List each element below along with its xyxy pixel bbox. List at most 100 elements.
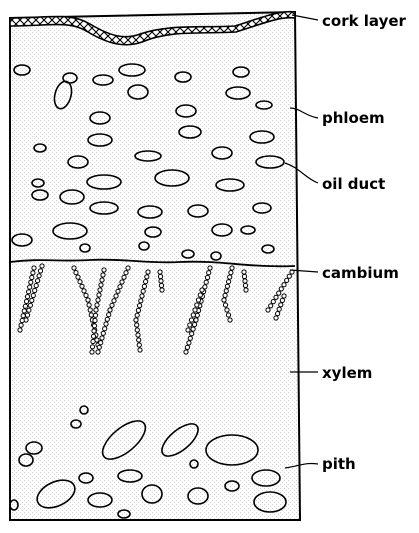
xylem-vessel bbox=[20, 318, 24, 322]
xylem-vessel bbox=[31, 293, 35, 297]
xylem-vessel bbox=[89, 313, 93, 317]
xylem-vessel bbox=[137, 338, 141, 342]
xylem-vessel bbox=[242, 274, 246, 278]
xylem-vessel bbox=[101, 331, 105, 335]
xylem-vessel bbox=[144, 280, 148, 284]
xylem-vessel bbox=[146, 270, 150, 274]
xylem-vessel bbox=[40, 264, 44, 268]
xylem-vessel bbox=[226, 313, 230, 317]
xylem-vessel bbox=[271, 300, 275, 304]
xylem-vessel bbox=[139, 299, 143, 303]
xylem-vessel bbox=[28, 285, 32, 289]
xylem-vessel bbox=[280, 298, 284, 302]
xylem-vessel bbox=[186, 328, 190, 332]
xylem-vessel bbox=[228, 275, 232, 279]
xylem-vessel bbox=[225, 308, 229, 312]
xylem-vessel bbox=[274, 316, 278, 320]
xylem-vessel bbox=[90, 345, 94, 349]
xylem-vessel bbox=[110, 303, 114, 307]
xylem-vessel bbox=[242, 270, 246, 274]
xylem-vessel bbox=[97, 345, 101, 349]
xylem-vessel bbox=[24, 299, 28, 303]
xylem-vessel bbox=[82, 289, 86, 293]
xylem-vessel bbox=[159, 283, 163, 287]
xylem-vessel bbox=[126, 266, 130, 270]
xylem-vessel bbox=[160, 288, 164, 292]
xylem-vessel bbox=[185, 345, 189, 349]
xylem-vessel bbox=[223, 293, 227, 297]
xylem-vessel bbox=[76, 275, 80, 279]
xylem-vessel bbox=[191, 327, 195, 331]
xylem-vessel bbox=[191, 313, 195, 317]
xylem-vessel bbox=[94, 308, 98, 312]
xylem-vessel bbox=[25, 295, 29, 299]
xylem-vessel bbox=[159, 279, 163, 283]
xylem-vessel bbox=[140, 294, 144, 298]
xylem-vessel bbox=[189, 318, 193, 322]
xylem-vessel bbox=[193, 323, 197, 327]
xylem-vessel bbox=[25, 313, 29, 317]
xylem-vessel bbox=[34, 284, 38, 288]
xylem-vessel bbox=[243, 283, 247, 287]
xylem-vessel bbox=[99, 283, 103, 287]
xylem-vessel bbox=[91, 339, 95, 343]
xylem-vessel bbox=[120, 280, 124, 284]
xylem-vessel bbox=[282, 294, 286, 298]
xylem-vessel bbox=[101, 273, 105, 277]
xylem-vessel bbox=[108, 308, 112, 312]
xylem-vessel bbox=[104, 322, 108, 326]
xylem-vessel bbox=[208, 266, 212, 270]
xylem-vessel bbox=[138, 348, 142, 352]
xylem-vessel bbox=[28, 303, 32, 307]
xylem-vessel bbox=[124, 271, 128, 275]
xylem-vessel bbox=[194, 318, 198, 322]
xylem-vessel bbox=[105, 317, 109, 321]
xylem-vessel bbox=[287, 274, 291, 278]
xylem-vessel bbox=[93, 318, 97, 322]
xylem-vessel bbox=[269, 304, 273, 308]
xylem-vessel bbox=[118, 285, 122, 289]
xylem-vessel bbox=[88, 308, 92, 312]
xylem-vessel bbox=[188, 336, 192, 340]
xylem-vessel bbox=[282, 283, 286, 287]
xylem-vessel bbox=[23, 304, 27, 308]
xylem-vessel bbox=[279, 287, 283, 291]
label-oil-duct: oil duct bbox=[322, 175, 385, 193]
xylem-vessel bbox=[227, 280, 231, 284]
xylem-vessel bbox=[136, 333, 140, 337]
xylem-vessel bbox=[205, 275, 209, 279]
xylem-vessel bbox=[224, 289, 228, 293]
xylem-vessel bbox=[196, 298, 200, 302]
xylem-vessel bbox=[84, 293, 88, 297]
xylem-vessel bbox=[134, 318, 138, 322]
xylem-vessel bbox=[204, 280, 208, 284]
xylem-vessel bbox=[107, 313, 111, 317]
xylem-vessel bbox=[92, 329, 96, 333]
label-cork-layer: cork layer bbox=[322, 12, 407, 30]
xylem-vessel bbox=[187, 341, 191, 345]
xylem-vessel bbox=[230, 266, 234, 270]
xylem-vessel bbox=[100, 336, 104, 340]
xylem-vessel bbox=[116, 289, 120, 293]
xylem-vessel bbox=[195, 303, 199, 307]
xylem-vessel bbox=[27, 290, 31, 294]
xylem-vessel bbox=[91, 334, 95, 338]
xylem-vessel bbox=[97, 293, 101, 297]
xylem-vessel bbox=[138, 304, 142, 308]
xylem-vessel bbox=[21, 314, 25, 318]
xylem-vessel bbox=[32, 266, 36, 270]
xylem-vessel bbox=[274, 295, 278, 299]
xylem-vessel bbox=[30, 298, 34, 302]
xylem-vessel bbox=[33, 288, 37, 292]
xylem-vessel bbox=[229, 271, 233, 275]
xylem-vessel bbox=[277, 307, 281, 311]
xylem-vessel bbox=[243, 279, 247, 283]
xylem-vessel bbox=[142, 284, 146, 288]
xylem-vessel bbox=[228, 318, 232, 322]
xylem-vessel bbox=[80, 284, 84, 288]
xylem-vessel bbox=[30, 275, 34, 279]
xylem-vessel bbox=[222, 298, 226, 302]
xylem-vessel bbox=[193, 308, 197, 312]
xylem-vessel bbox=[72, 266, 76, 270]
